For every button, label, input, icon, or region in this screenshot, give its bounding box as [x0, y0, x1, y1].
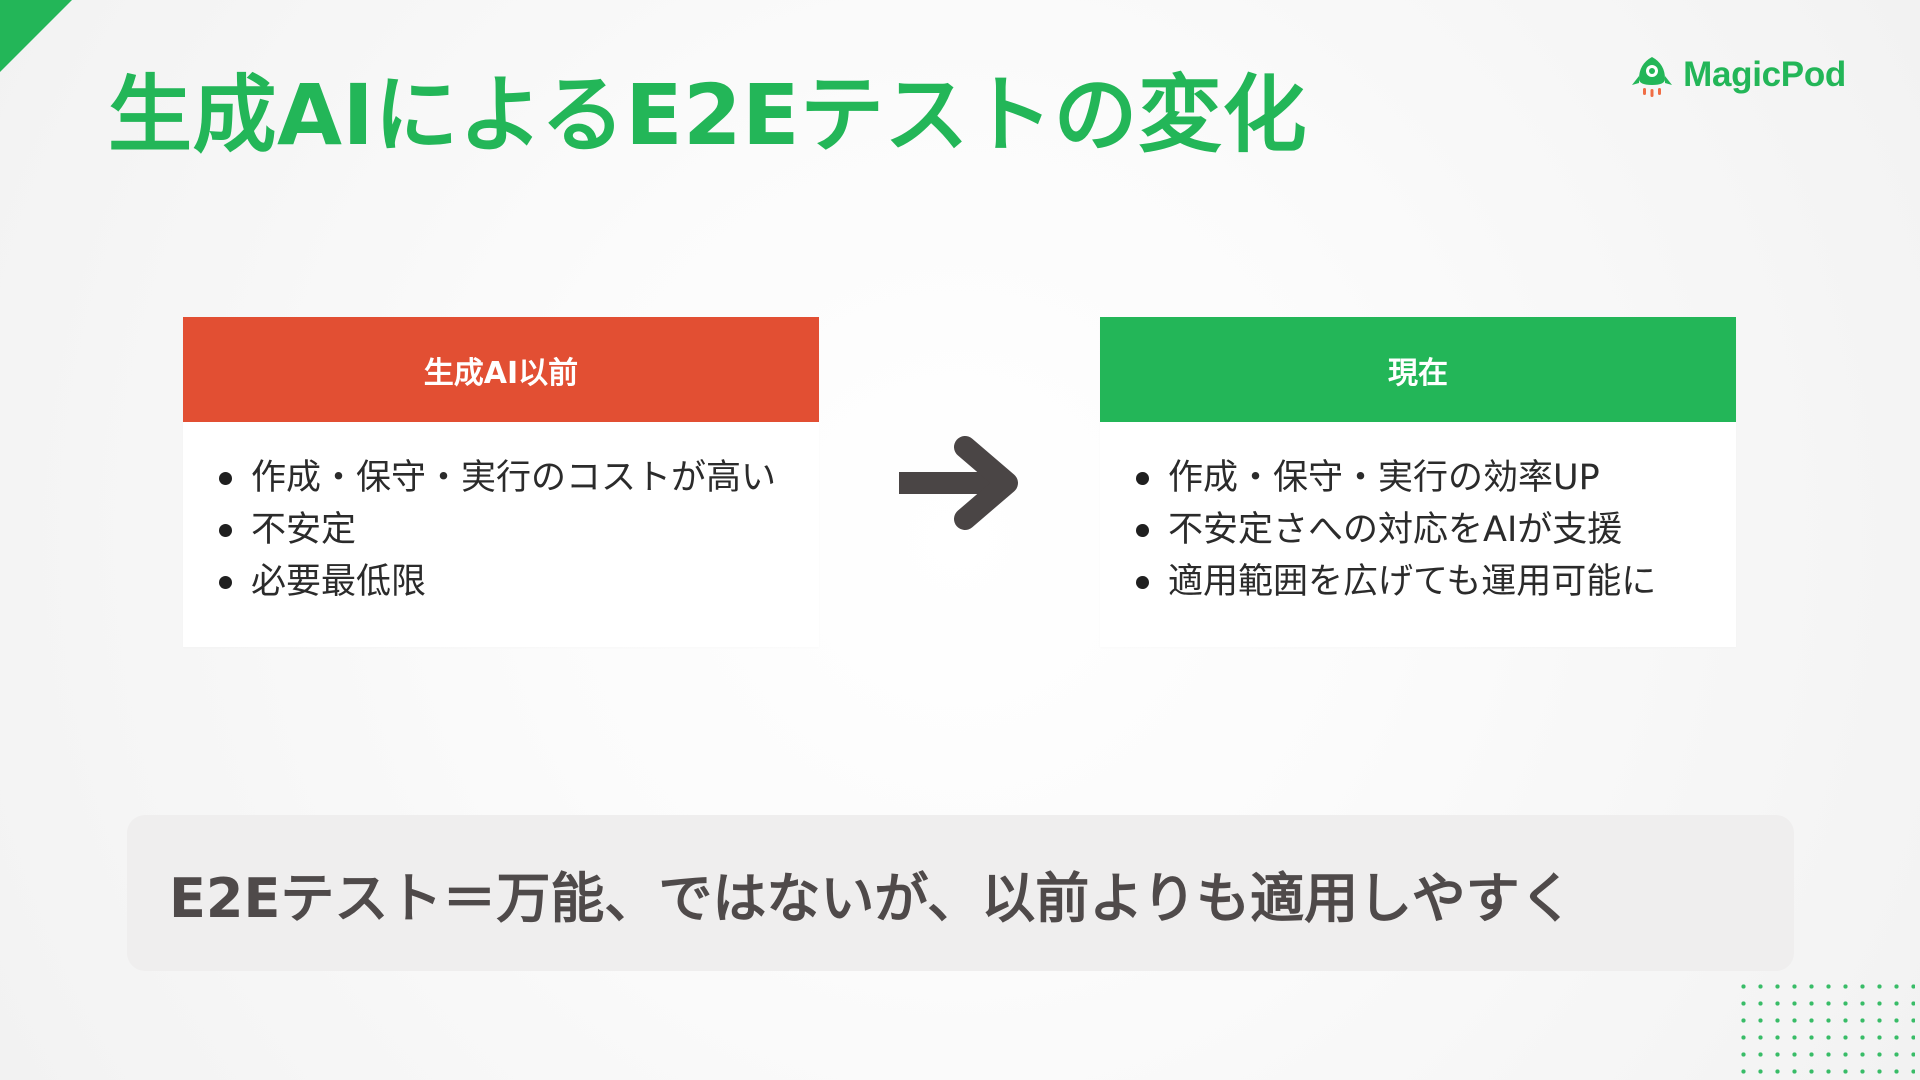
current-list-item: 不安定さへの対応をAIが支援 [1130, 504, 1736, 556]
logo-text: MagicPod [1683, 55, 1846, 94]
summary-box: E2Eテスト＝万能、ではないが、以前よりも適用しやすく [127, 815, 1794, 971]
corner-accent [0, 0, 72, 72]
right-arrow-icon [899, 436, 1018, 530]
current-list: 作成・保守・実行の効率UP 不安定さへの対応をAIが支援 適用範囲を広げても運用… [1100, 422, 1736, 608]
magicpod-logo: MagicPod [1629, 52, 1846, 98]
before-list-item: 必要最低限 [213, 556, 819, 608]
slide-title: 生成AIによるE2Eテストの変化 [108, 66, 1307, 164]
before-card: 生成AI以前 作成・保守・実行のコストが高い 不安定 必要最低限 [183, 317, 819, 647]
rocket-logo-icon [1632, 57, 1673, 97]
current-card: 現在 作成・保守・実行の効率UP 不安定さへの対応をAIが支援 適用範囲を広げて… [1100, 317, 1736, 647]
summary-text: E2Eテスト＝万能、ではないが、以前よりも適用しやすく [169, 866, 1574, 930]
before-list-item: 不安定 [213, 504, 819, 556]
before-card-header: 生成AI以前 [183, 317, 819, 422]
current-list-item: 適用範囲を広げても運用可能に [1130, 556, 1736, 608]
decorative-dot-grid [1735, 978, 1915, 1078]
before-list-item: 作成・保守・実行のコストが高い [213, 452, 819, 504]
current-list-item: 作成・保守・実行の効率UP [1130, 452, 1736, 504]
before-list: 作成・保守・実行のコストが高い 不安定 必要最低限 [183, 422, 819, 608]
current-card-header: 現在 [1100, 317, 1736, 422]
